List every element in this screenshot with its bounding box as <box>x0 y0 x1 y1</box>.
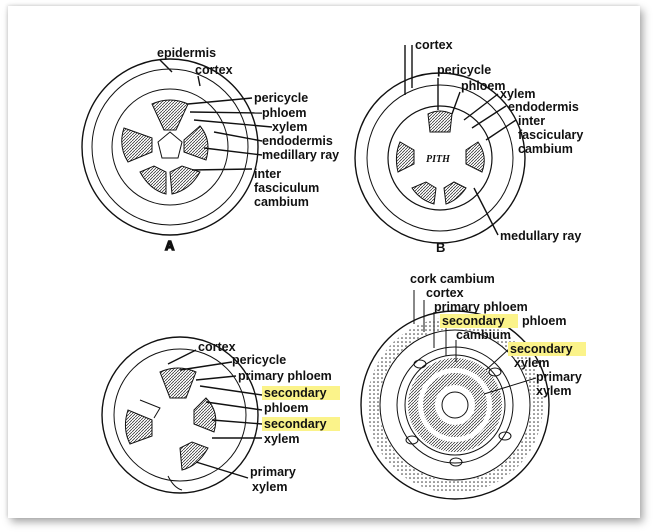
a-endodermis-ring <box>111 88 229 206</box>
panel-c <box>101 336 263 494</box>
c-label-primary-phloem: primary phloem <box>238 369 332 383</box>
b-pith: PITH <box>426 154 451 165</box>
d-label-cortex: cortex <box>426 286 464 300</box>
d-secondary-xylem <box>423 373 487 437</box>
d-label-secondary-2: secondary <box>510 342 573 356</box>
b-label-cortex: cortex <box>415 38 453 52</box>
b-label-phloem: phloem <box>461 79 505 93</box>
panel-d-labels: cork cambium cortex primary phloem secon… <box>410 272 586 398</box>
d-cortex-ring <box>379 329 531 481</box>
b-vascular-bundles <box>395 110 485 205</box>
panel-d <box>360 290 550 500</box>
a-label-xylem: xylem <box>272 120 307 134</box>
a-letter: A <box>165 238 175 253</box>
d-label-cork-cambium: cork cambium <box>410 272 495 286</box>
b-label-medullary-ray: medullary ray <box>500 229 581 243</box>
a-cortex-ring <box>91 68 249 226</box>
b-label-fascicular: fasciculary <box>518 128 583 142</box>
c-label-cortex: cortex <box>198 340 236 354</box>
c-outer-ring <box>101 336 259 494</box>
c-label-primary: primary <box>250 465 296 479</box>
panel-c-labels: cortex pericycle primary phloem secondar… <box>198 340 340 494</box>
d-label-primary: primary <box>536 370 582 384</box>
a-epidermis-ring <box>81 58 259 236</box>
b-cortex-ring <box>366 84 514 232</box>
d-outer-ring <box>360 310 550 500</box>
c-highlight-2 <box>262 417 340 431</box>
c-inner-ring <box>113 348 247 482</box>
d-cambium-ring <box>404 354 506 456</box>
panel-b: PITH B <box>354 45 526 255</box>
b-label-inter: inter <box>518 114 545 128</box>
c-vascular-bundles <box>124 367 217 491</box>
panel-a: A <box>81 58 273 254</box>
c-label-xylem-2: xylem <box>252 480 287 494</box>
d-label-primary-phloem: primary phloem <box>434 300 528 314</box>
a-label-endodermis: endodermis <box>262 134 333 148</box>
d-label-phloem: phloem <box>522 314 566 328</box>
panel-a-labels: epidermis cortex pericycle phloem xylem … <box>157 46 339 209</box>
a-label-phloem: phloem <box>262 106 306 120</box>
c-label-xylem: xylem <box>264 432 299 446</box>
d-label-secondary: secondary <box>442 314 505 328</box>
d-highlight-1 <box>440 314 518 328</box>
a-label-cortex: cortex <box>195 63 233 77</box>
d-highlight-2 <box>508 342 586 356</box>
d-phloem-ring <box>396 346 514 464</box>
b-cambium-ring <box>387 105 493 211</box>
b-label-pericycle: pericycle <box>437 63 491 77</box>
a-label-epidermis: epidermis <box>157 46 216 60</box>
d-label-cambium: cambium <box>456 328 511 342</box>
a-vascular-bundles <box>121 99 209 195</box>
c-label-secondary-2: secondary <box>264 417 327 431</box>
d-primary-xylem-bundles <box>405 359 512 467</box>
d-xylem-ring <box>408 358 502 452</box>
c-label-secondary-1: secondary <box>264 386 327 400</box>
a-label-inter: inter <box>254 167 281 181</box>
c-highlight-1 <box>262 386 340 400</box>
b-label-endodermis: endodermis <box>508 100 579 114</box>
b-letter: B <box>436 240 445 255</box>
panel-b-labels: cortex pericycle phloem xylem endodermis… <box>415 38 583 243</box>
a-label-medullary-ray: medillary ray <box>262 148 339 162</box>
d-pith <box>441 391 469 419</box>
a-label-cambium: cambium <box>254 195 309 209</box>
c-label-pericycle: pericycle <box>232 353 286 367</box>
a-label-pericycle: pericycle <box>254 91 308 105</box>
b-label-xylem: xylem <box>500 87 535 101</box>
b-epidermis-ring <box>354 72 526 244</box>
d-label-xylem: xylem <box>514 356 549 370</box>
d-label-xylem-2: xylem <box>536 384 571 398</box>
c-label-phloem: phloem <box>264 401 308 415</box>
b-label-cambium: cambium <box>518 142 573 156</box>
a-label-fasciculum: fasciculum <box>254 181 319 195</box>
